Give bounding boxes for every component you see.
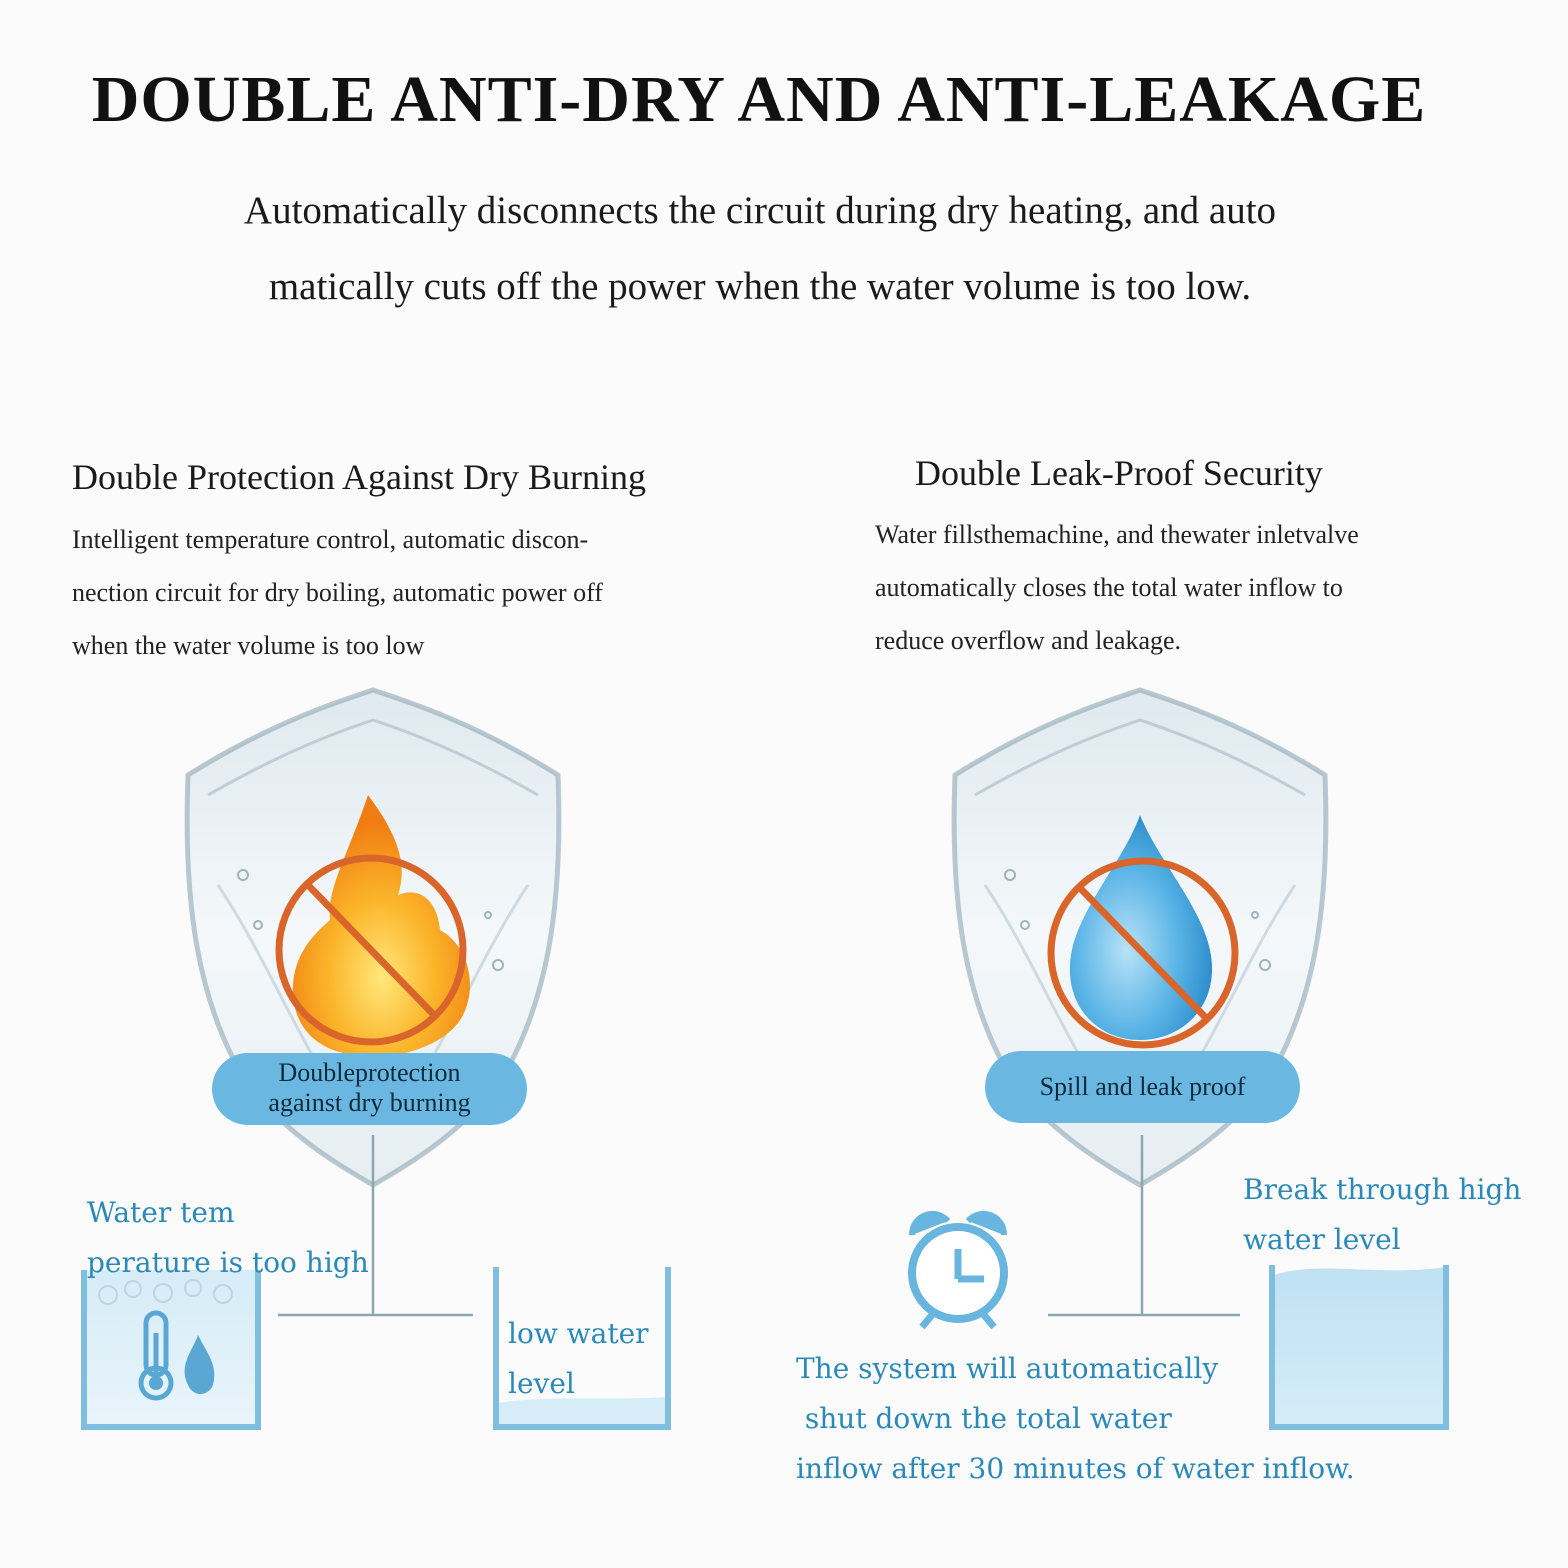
- left-text-line-2: nection circuit for dry boiling, automat…: [72, 578, 603, 607]
- label-temp-line-1: Water tem: [87, 1196, 235, 1229]
- label-low-line-2: level: [508, 1367, 575, 1400]
- left-badge-line-2: against dry burning: [268, 1088, 471, 1117]
- left-badge-line-1: Doubleprotection: [278, 1058, 461, 1087]
- left-heading: Double Protection Against Dry Burning: [72, 457, 646, 497]
- right-badge-label: Spill and leak proof: [1039, 1072, 1246, 1101]
- right-heading: Double Leak-Proof Security: [915, 453, 1323, 493]
- subtitle-line-2: matically cuts off the power when the wa…: [268, 265, 1252, 308]
- subtitle-line-1: Automatically disconnects the circuit du…: [243, 189, 1277, 232]
- alarm-clock-icon: [908, 1211, 1008, 1330]
- label-timer-line-3: inflow after 30 minutes of water inflow.: [796, 1452, 1355, 1485]
- page-title: DOUBLE ANTI-DRY AND ANTI-LEAKAGE: [91, 63, 1427, 136]
- label-high-line-2: water level: [1243, 1223, 1401, 1256]
- left-text-line-3: when the water volume is too low: [72, 631, 425, 660]
- hot-water-tank-icon: [81, 1270, 261, 1430]
- right-text-line-1: Water fillsthemachine, and thewater inle…: [875, 520, 1359, 549]
- low-water-tank-icon: [493, 1267, 671, 1430]
- right-badge: Spill and leak proof: [985, 1051, 1300, 1123]
- label-low-line-1: low water: [508, 1317, 649, 1350]
- right-text-line-2: automatically closes the total water inf…: [875, 573, 1343, 602]
- left-text-line-1: Intelligent temperature control, automat…: [72, 525, 589, 554]
- thermometer-icon: [138, 1310, 215, 1401]
- label-timer-line-2: shut down the total water: [796, 1402, 1172, 1435]
- flame-icon: [293, 795, 470, 1056]
- prohibition-sign-icon: [1047, 857, 1239, 1049]
- label-timer-line-1: The system will automatically: [796, 1352, 1219, 1385]
- label-temp-line-2: perature is too high: [87, 1246, 369, 1279]
- prohibition-sign-icon: [275, 854, 467, 1046]
- left-badge: Doubleprotection against dry burning: [212, 1053, 527, 1125]
- right-text-line-3: reduce overflow and leakage.: [875, 626, 1182, 655]
- high-water-tank-icon: [1269, 1265, 1449, 1430]
- label-high-line-1: Break through high: [1243, 1173, 1522, 1206]
